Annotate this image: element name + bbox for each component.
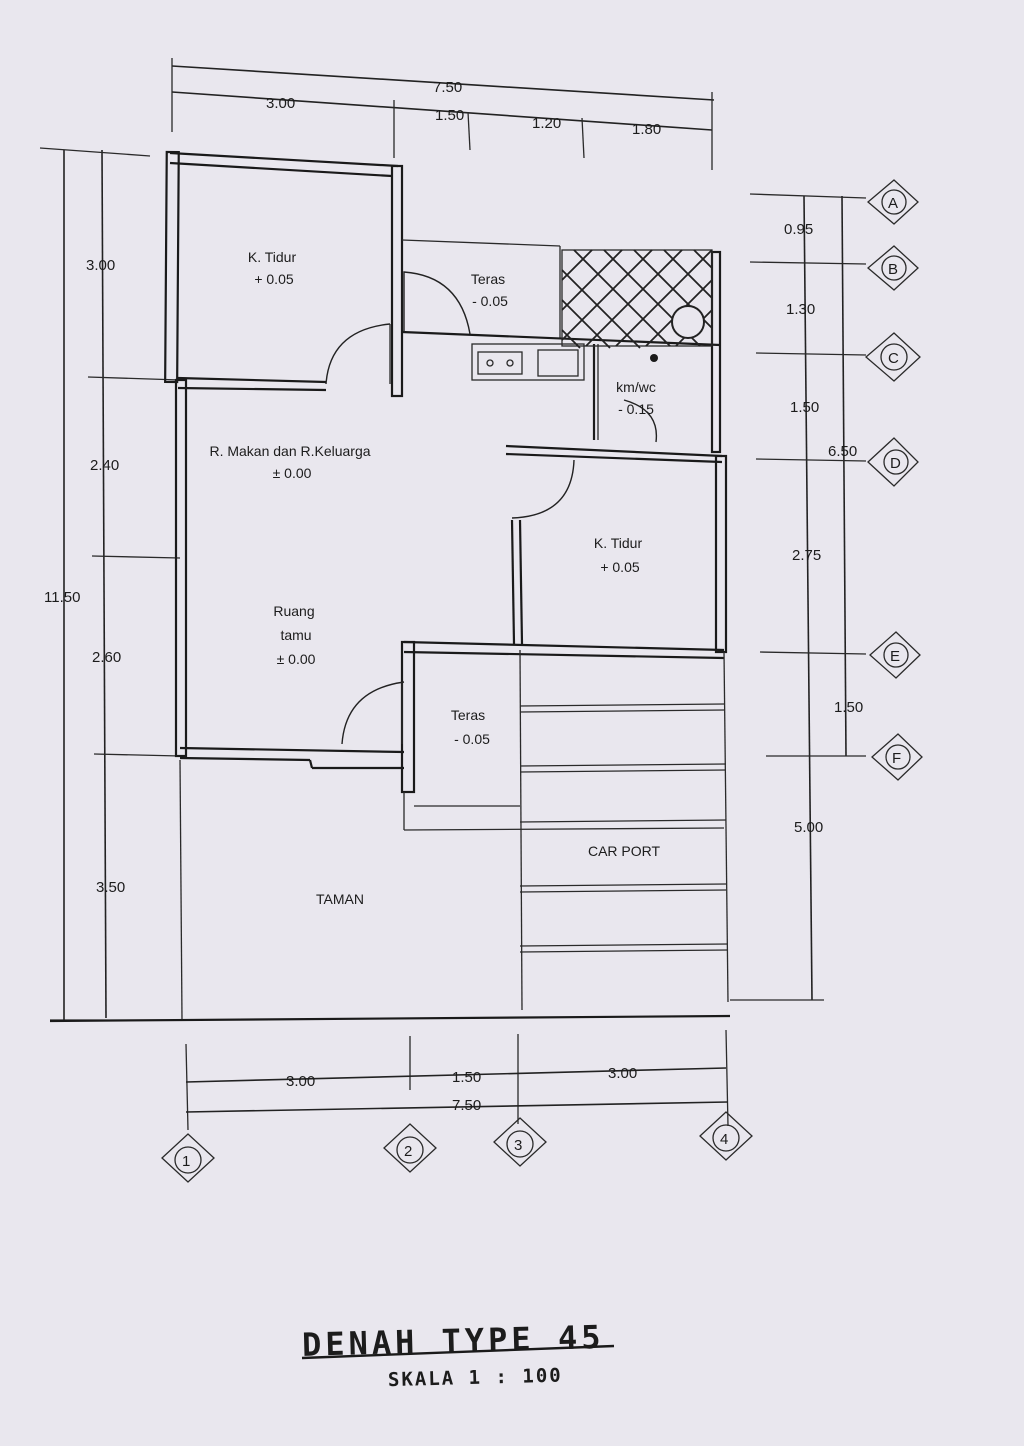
dim-right-150: 1.50 bbox=[790, 399, 819, 416]
axis-F: F bbox=[892, 750, 901, 767]
room-living-name-1: Ruang bbox=[273, 603, 314, 619]
axis-B: B bbox=[888, 261, 898, 278]
dim-top-3: 3.00 bbox=[266, 95, 295, 112]
room-carport-name: CAR PORT bbox=[588, 843, 661, 859]
dim-top-180: 1.80 bbox=[632, 121, 661, 138]
dim-left-300: 3.00 bbox=[86, 257, 115, 274]
dim-top-total: 7.50 bbox=[433, 79, 462, 96]
axis-3: 3 bbox=[514, 1137, 522, 1154]
room-dining-level: ± 0.00 bbox=[273, 465, 312, 481]
top-dimension-lines bbox=[171, 58, 715, 170]
row-axis-markers bbox=[865, 179, 923, 781]
dim-right-130: 1.30 bbox=[786, 301, 815, 318]
bottom-dimension-lines bbox=[185, 1029, 729, 1131]
room-living-name-2: tamu bbox=[280, 627, 311, 643]
room-teras-top-level: - 0.05 bbox=[472, 293, 508, 309]
door-swings bbox=[325, 271, 658, 745]
room-garden-name: TAMAN bbox=[316, 891, 364, 907]
dim-top-120: 1.20 bbox=[532, 115, 561, 132]
room-bedroom-top-level: + 0.05 bbox=[254, 271, 294, 287]
drawing-scale: SKALA 1 : 100 bbox=[388, 1365, 563, 1392]
room-teras-front-name: Teras bbox=[451, 707, 485, 723]
dim-right-150b: 1.50 bbox=[834, 699, 863, 716]
room-living-level: ± 0.00 bbox=[277, 651, 316, 667]
column-axis-markers bbox=[161, 1111, 753, 1183]
dim-left-total: 11.50 bbox=[44, 589, 80, 606]
dim-bottom-300a: 3.00 bbox=[286, 1073, 315, 1090]
axis-2: 2 bbox=[404, 1143, 412, 1160]
dim-top-150: 1.50 bbox=[435, 107, 464, 124]
axis-C: C bbox=[888, 350, 899, 367]
room-bedroom-top-name: K. Tidur bbox=[248, 249, 297, 265]
room-teras-top-name: Teras bbox=[471, 271, 505, 287]
dim-left-260: 2.60 bbox=[92, 649, 121, 666]
axis-E: E bbox=[890, 648, 900, 665]
axis-D: D bbox=[890, 455, 901, 472]
room-dining-name: R. Makan dan R.Keluarga bbox=[209, 443, 370, 459]
axis-4: 4 bbox=[720, 1131, 728, 1148]
dim-right-500: 5.00 bbox=[794, 819, 823, 836]
axis-A: A bbox=[888, 195, 898, 212]
room-bath-level: - 0.15 bbox=[618, 401, 654, 417]
right-dimension-lines bbox=[730, 193, 867, 1001]
room-bath-name: km/wc bbox=[616, 379, 656, 395]
drying-area-hatch bbox=[561, 249, 713, 362]
title-underline bbox=[301, 1344, 615, 1360]
walls bbox=[49, 150, 731, 1023]
dim-right-095: 0.95 bbox=[784, 221, 813, 238]
room-bedroom-right-name: K. Tidur bbox=[594, 535, 643, 551]
room-teras-front-level: - 0.05 bbox=[454, 731, 490, 747]
room-bedroom-right-level: + 0.05 bbox=[600, 559, 640, 575]
dim-left-350: 3.50 bbox=[96, 879, 125, 896]
dim-left-240: 2.40 bbox=[90, 457, 119, 474]
dim-right-total: 6.50 bbox=[828, 443, 857, 460]
dim-bottom-total: 7.50 bbox=[452, 1097, 481, 1114]
dim-bottom-150: 1.50 bbox=[452, 1069, 481, 1086]
axis-1: 1 bbox=[182, 1153, 190, 1170]
dim-right-275: 2.75 bbox=[792, 547, 821, 564]
dim-bottom-300b: 3.00 bbox=[608, 1065, 637, 1082]
